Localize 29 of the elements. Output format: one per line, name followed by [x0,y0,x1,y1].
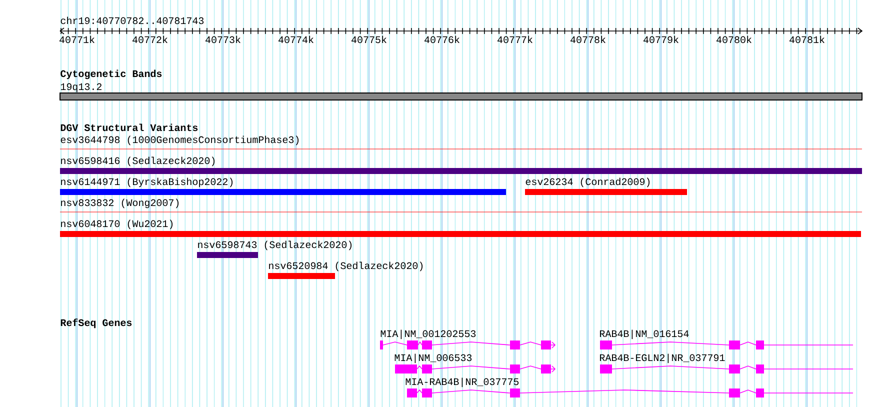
variant-label: nsv6598416 (Sedlazeck2020) [61,156,215,166]
band-label: 19q13.2 [60,83,102,92]
track-title: RefSeq Genes [60,318,132,328]
tick-label: 40779k [644,36,678,44]
tick-label: 40773k [206,36,240,44]
gene-label: MIA|NM_006533 [394,354,472,364]
variant-label: nsv6048170 (Wu2021) [61,220,173,230]
gene-label: MIA|NM_001202553 [380,330,476,340]
variant-label: nsv6598743 (Sedlazeck2020) [198,240,352,250]
variant-label: esv3644798 (1000GenomesConsortiumPhase3) [60,136,299,146]
tick-label: 40778k [570,36,606,44]
tick-label: 40775k [352,36,386,44]
variant-label: nsv833832 (Wong2007) [61,198,179,208]
gene-label: RAB4B-EGLN2|NR_037791 [600,354,725,364]
track-title: Cytogenetic Bands [60,70,162,80]
gene-label: RAB4B|NM_016154 [600,330,689,340]
tick-label: 40777k [498,36,532,44]
tick-label: 40776k [424,36,460,44]
tick-label: 40772k [132,36,168,44]
tick-label: 40771k [60,36,94,44]
variant-label: esv26234 (Conrad2009) [526,178,650,188]
tick-label: 40781k [790,36,824,44]
gene-label: MIA-RAB4B|NR_037775 [406,378,519,388]
tick-label: 40780k [716,36,752,44]
variant-label: nsv6144971 (ByrskaBishop2022) [61,178,233,188]
track-title: DGV Structural Variants [60,124,198,132]
tick-label: 40774k [278,36,314,44]
variant-label: nsv6520984 (Sedlazeck2020) [269,262,423,272]
coordinate-label: chr19:40770782..40781743 [60,16,204,24]
